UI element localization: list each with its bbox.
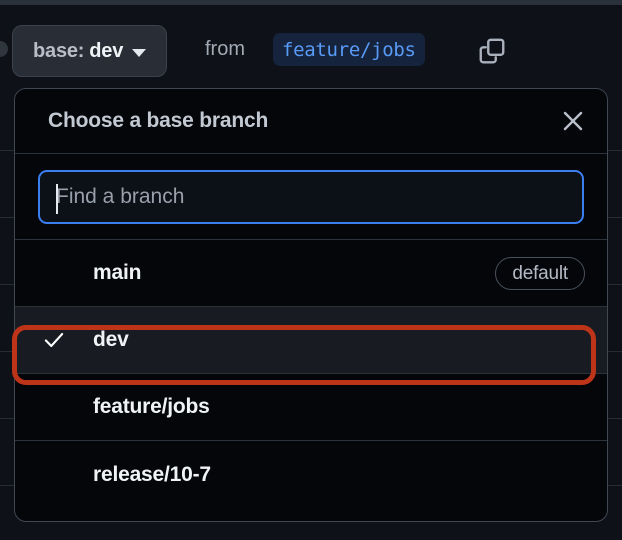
search-input-wrapper[interactable] bbox=[38, 169, 584, 224]
base-branch-label: base: bbox=[33, 39, 85, 62]
search-input[interactable] bbox=[56, 184, 582, 209]
branch-row-main[interactable]: main default bbox=[15, 240, 607, 307]
branch-row-dev[interactable]: dev bbox=[15, 307, 607, 374]
text-cursor bbox=[56, 183, 58, 214]
base-branch-selector-button[interactable]: base: dev bbox=[12, 25, 168, 77]
offscreen-pill-sliver bbox=[0, 41, 8, 57]
base-branch-value: dev bbox=[89, 39, 124, 62]
close-icon[interactable] bbox=[557, 105, 589, 137]
source-branch-name: feature/jobs bbox=[282, 38, 416, 61]
copy-icon[interactable] bbox=[477, 36, 507, 66]
check-icon bbox=[15, 327, 93, 353]
branch-name: feature/jobs bbox=[93, 395, 210, 418]
branch-row-feature-jobs[interactable]: feature/jobs bbox=[15, 374, 607, 441]
branch-name: release/10-7 bbox=[93, 462, 211, 486]
search-row bbox=[15, 154, 607, 240]
branch-list: main default dev feature/jobs release/10… bbox=[15, 240, 607, 508]
branch-compare-header: base: dev from feature/jobs bbox=[0, 5, 622, 85]
branch-name: main bbox=[93, 261, 142, 284]
from-label: from bbox=[205, 38, 245, 60]
branch-name: dev bbox=[93, 328, 129, 351]
panel-title: Choose a base branch bbox=[48, 109, 269, 132]
branch-row-release-10-7[interactable]: release/10-7 bbox=[15, 441, 607, 508]
window-top-edge bbox=[0, 0, 622, 5]
source-branch-chip[interactable]: feature/jobs bbox=[273, 33, 425, 66]
default-badge: default bbox=[495, 257, 585, 290]
chevron-down-icon bbox=[132, 48, 147, 57]
base-branch-dropdown-panel: Choose a base branch main default bbox=[14, 88, 608, 522]
panel-header: Choose a base branch bbox=[15, 89, 607, 154]
